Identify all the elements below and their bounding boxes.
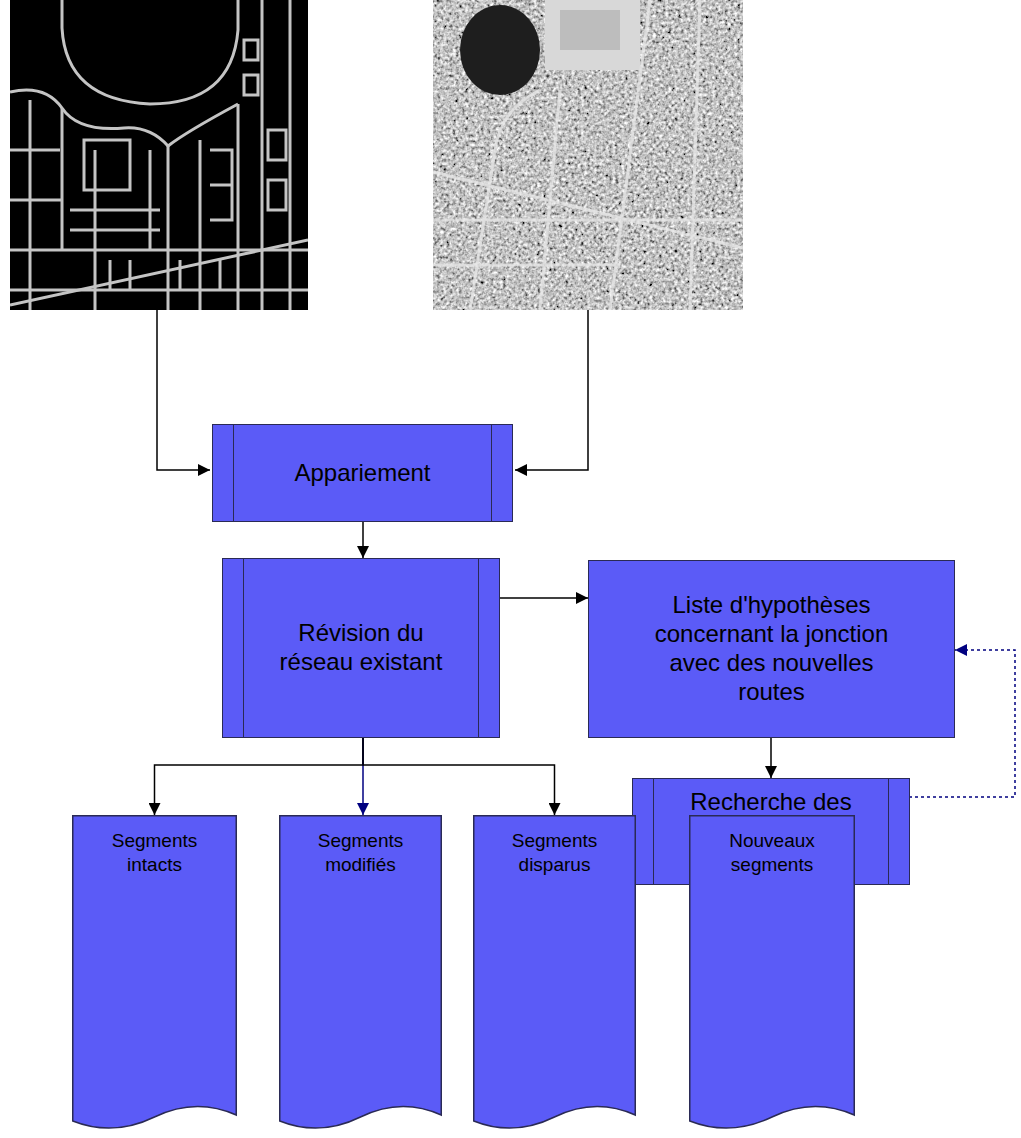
box-label: Révision du réseau existant <box>271 619 451 677</box>
document-label: Segments intacts <box>82 829 227 877</box>
process-bar <box>653 779 654 884</box>
input-arrow <box>515 310 588 470</box>
box-label: Liste d'hypothèses concernant la jonctio… <box>639 591 904 706</box>
document-outline-path <box>690 816 855 1128</box>
document-shape: Segments intacts <box>72 815 237 1133</box>
process-bar <box>243 559 244 737</box>
document-shape: Segments disparus <box>473 815 636 1133</box>
document-label: Segments disparus <box>483 829 626 877</box>
input-arrow <box>157 310 210 470</box>
connector-arrow <box>155 738 364 815</box>
connector-arrow <box>500 597 588 599</box>
connector-arrow <box>363 738 555 815</box>
aerial-photo <box>433 0 743 310</box>
list-box: Liste d'hypothèses concernant la jonctio… <box>588 560 955 738</box>
road-map-image <box>10 0 308 310</box>
process-bar <box>888 779 889 884</box>
box-label: Appariement <box>294 459 430 488</box>
document-label: Segments modifiés <box>289 829 432 877</box>
process-bar <box>491 425 492 521</box>
document-outline-path <box>280 816 442 1128</box>
connector-arrow <box>362 522 364 558</box>
document-outline-path <box>474 816 636 1128</box>
document-shape: Nouveaux segments <box>689 815 855 1133</box>
process-bar <box>478 559 479 737</box>
connector-arrow <box>770 738 772 778</box>
document-shape: Segments modifiés <box>279 815 442 1133</box>
process-box: Révision du réseau existant <box>222 558 500 738</box>
process-box: Appariement <box>212 424 513 522</box>
document-outline-path <box>73 816 237 1128</box>
process-bar <box>233 425 234 521</box>
document-label: Nouveaux segments <box>699 829 845 877</box>
